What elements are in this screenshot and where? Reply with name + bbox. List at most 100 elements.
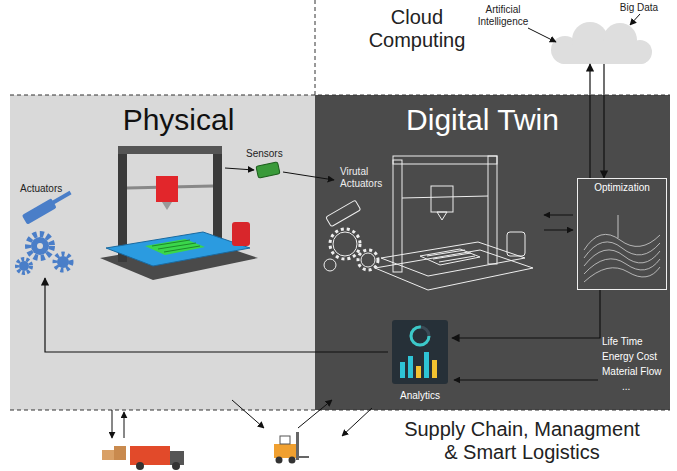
input-arrow — [528, 28, 556, 42]
input-arrow — [630, 14, 640, 25]
cloud-shape — [551, 22, 652, 64]
actuator-group: Actuators — [14, 183, 76, 278]
cloud-node: Cloud Computing — [540, 28, 652, 64]
gear — [31, 237, 49, 255]
factor-label: Energy Cost — [602, 351, 672, 363]
extruder — [156, 176, 178, 202]
dashed-border — [10, 95, 670, 96]
node-text: Physical — [123, 103, 235, 138]
flow-arrow — [589, 64, 590, 178]
gear — [19, 261, 29, 271]
forklift-fork — [299, 456, 309, 458]
factor-label: Material Flow — [602, 366, 672, 378]
sync-arrow — [544, 215, 573, 216]
gear-hole — [37, 243, 43, 249]
analytics-box: Analytics — [388, 316, 452, 402]
cargo-box — [114, 446, 126, 460]
printed-part — [145, 239, 205, 255]
cloud-lobe — [555, 46, 650, 64]
forklift-cage — [280, 436, 290, 444]
node-text: Digital Twin — [406, 103, 559, 138]
printed-part — [420, 249, 480, 265]
node-text: Analytics — [400, 390, 440, 402]
sensor-arrow — [225, 168, 254, 170]
flow-arrow — [452, 290, 600, 338]
gear — [55, 254, 71, 270]
printed-lines — [152, 240, 200, 252]
gear — [28, 234, 52, 258]
wheel — [276, 457, 283, 464]
logistics-arrow — [112, 410, 113, 438]
actuator-icons — [17, 191, 72, 273]
dashed-divider — [315, 0, 316, 95]
footer-heading: Supply Chain, Managment & Smart Logistic… — [398, 418, 646, 464]
truck-icon — [102, 446, 184, 470]
surface-line — [584, 267, 660, 282]
cargo-box — [102, 450, 114, 460]
printer-digital — [375, 156, 533, 290]
logistics-arrow — [232, 400, 264, 428]
sensor-arrow — [283, 172, 334, 180]
source-label: Big Data — [614, 2, 664, 14]
gear — [324, 259, 336, 271]
virtual-actuator-icons — [324, 200, 378, 271]
donut-ground — [411, 327, 429, 345]
optimization-surface — [584, 215, 660, 282]
forklift-icon — [274, 432, 309, 464]
gear-teeth — [358, 250, 378, 270]
wheel — [172, 462, 180, 470]
forklift-mast — [296, 432, 299, 460]
logistics-arrow — [298, 400, 332, 428]
physical-ground — [10, 95, 315, 410]
bar — [424, 352, 429, 378]
filament-spool — [507, 232, 525, 256]
gear — [333, 232, 357, 256]
logistics-arrow — [124, 412, 125, 438]
node-text: Optimization — [594, 182, 650, 194]
factor-label: Life Time — [602, 336, 672, 348]
printer-physical — [100, 146, 258, 280]
surface-line — [584, 242, 660, 258]
sensor-label: Sensors — [246, 148, 294, 160]
gear — [57, 256, 69, 268]
wheel — [289, 457, 296, 464]
bar — [416, 366, 421, 378]
truck-body — [130, 446, 170, 465]
flow-arrow — [45, 278, 388, 352]
factor-label: ... — [622, 381, 652, 393]
analytics-dashboard — [392, 320, 448, 384]
printed-lines — [427, 250, 475, 262]
logistics-arrow — [342, 408, 372, 436]
nozzle — [437, 212, 447, 220]
source-label: Artificial Intelligence — [474, 4, 532, 27]
virtual-actuator-label: Virutal Actuators — [340, 166, 392, 189]
wheel — [136, 462, 144, 470]
flow-arrow — [603, 64, 604, 178]
filament-spool — [232, 222, 250, 246]
printer-top-bar — [393, 156, 497, 164]
optimization-box: Optimization — [577, 178, 667, 290]
printer-rod — [402, 196, 488, 198]
node-text: Cloud Computing — [362, 6, 472, 52]
twin-ground — [315, 95, 670, 410]
sync-arrow — [544, 230, 573, 231]
gear — [17, 259, 31, 273]
print-bed — [381, 242, 525, 276]
bar — [400, 362, 405, 378]
nozzle — [162, 202, 172, 210]
node-text: Actuators — [20, 183, 62, 195]
printer-top-bar — [118, 146, 222, 154]
piston — [326, 200, 361, 227]
bar — [408, 356, 413, 378]
dashboard-screen — [392, 320, 448, 384]
physical-panel: PhysicalActuators — [10, 95, 315, 410]
sensor-chip — [256, 162, 280, 178]
optimum-marker — [618, 215, 619, 238]
input-arrow — [454, 380, 598, 381]
dashed-border — [10, 410, 670, 411]
digital-twin-panel: Digital TwinOptimizationAnalytics — [315, 95, 670, 410]
